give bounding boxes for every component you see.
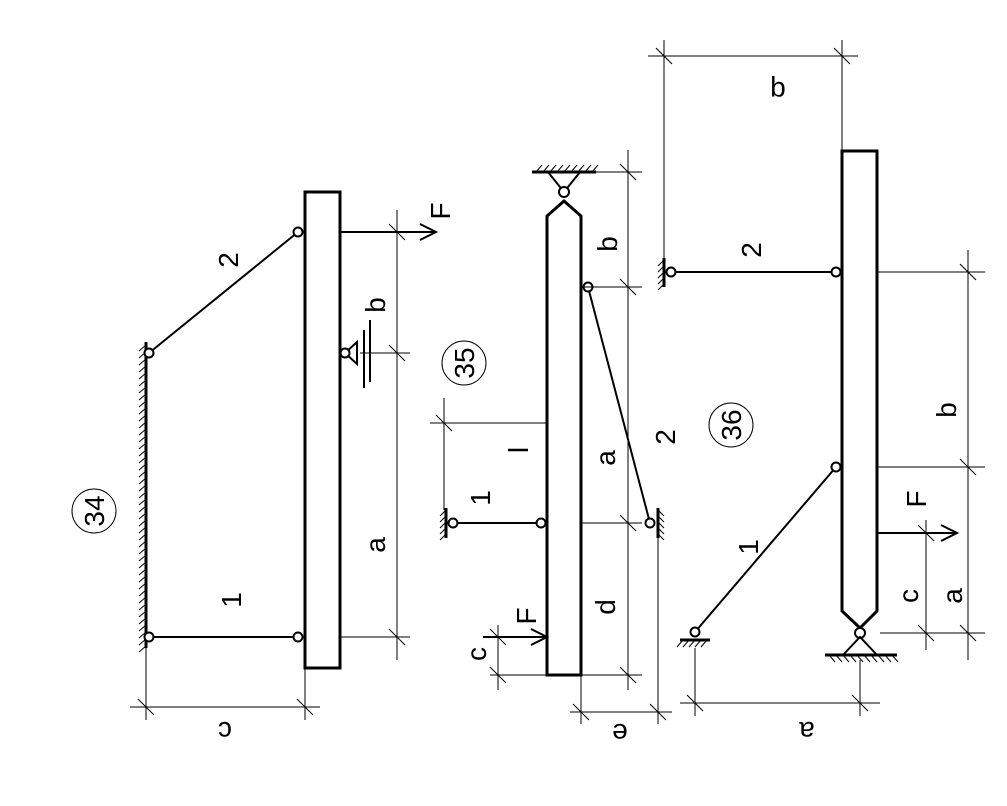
- fig34-label-b: b: [360, 297, 391, 313]
- fig35-number: 35: [449, 347, 480, 378]
- fig36-pin-beam-2: [830, 266, 842, 278]
- fig36-label-F: F: [901, 490, 932, 507]
- fig36-label-a-top: a: [937, 588, 968, 604]
- fig36-beam: [840, 149, 879, 631]
- fig34-number: 34: [79, 495, 110, 526]
- fig35-number-circle: [441, 340, 487, 386]
- fig36-dimension-lines: [648, 40, 985, 716]
- fig34-label-a: a: [360, 537, 391, 553]
- fig35-label-d: d: [590, 599, 621, 615]
- fig34-beam: [303, 190, 342, 670]
- fig36-label-q: q: [770, 76, 786, 107]
- fig36-number-circle: [708, 402, 754, 448]
- fig34-roller-support: [339, 320, 371, 388]
- fig35-pin-wall-2: [644, 517, 656, 529]
- fig36-pin-wall-1: [689, 626, 701, 638]
- fig35-ground-2: [656, 508, 665, 541]
- fig34-dimension-lines: [130, 210, 410, 720]
- fig35-label-a: a: [590, 450, 621, 466]
- fig34-pin-beam-1: [292, 631, 304, 643]
- fig35-pin-wall-1: [447, 517, 459, 529]
- fig34-pin-beam-2: [292, 226, 304, 238]
- fig35-label-F: F: [511, 607, 542, 624]
- fig36-pin-support: [825, 627, 899, 663]
- fig35-dimension-lines: [430, 150, 672, 724]
- fig34-label-rod-2: 2: [213, 252, 244, 268]
- fig35-label-e: e: [612, 718, 628, 749]
- fig35-pin-beam-1: [535, 517, 547, 529]
- fig34-label-c: c: [218, 716, 232, 747]
- fig36-pin-beam-1: [830, 461, 842, 473]
- fig36-label-a-bottom: a: [799, 716, 815, 747]
- fig35-label-b: b: [592, 236, 623, 252]
- fig36-label-rod-2: 2: [736, 242, 767, 258]
- fig36-label-c: c: [893, 589, 924, 603]
- fig35-ground-1: [439, 508, 448, 541]
- fig34-pin-wall-1: [143, 631, 155, 643]
- fig35-label-c: c: [461, 647, 492, 661]
- fig35-label-rod-2: 2: [650, 429, 681, 445]
- fig35-pin-support: [532, 164, 599, 198]
- fig36-number: 36: [716, 409, 747, 440]
- fig34-rod-2: [148, 231, 299, 354]
- fig36-label-b: b: [931, 402, 962, 418]
- fig34-number-circle: [71, 488, 117, 534]
- fig34-label-rod-1: 1: [216, 592, 247, 608]
- fig36-ground-1: [676, 638, 710, 648]
- figure-36: 36 2 1 F q a b c a: [648, 40, 985, 747]
- fig35-beam: [545, 198, 583, 677]
- figure-35: 35 1 2 F l c b a d e: [430, 150, 681, 749]
- fig34-fixed-wall: [138, 342, 148, 653]
- figure-34: 34 1 2 F b a c: [71, 190, 456, 747]
- fig36-rod-1: [694, 466, 837, 633]
- fig34-label-F: F: [425, 202, 456, 219]
- fig36-pin-wall-2: [665, 266, 677, 278]
- fig35-label-rod-1: 1: [465, 490, 496, 506]
- fig35-label-l: l: [503, 447, 534, 453]
- fig34-pin-wall-2: [143, 347, 155, 359]
- fig35-rod-2: [587, 286, 651, 524]
- fig36-ground-2: [657, 258, 666, 291]
- fig36-label-rod-1: 1: [733, 539, 764, 555]
